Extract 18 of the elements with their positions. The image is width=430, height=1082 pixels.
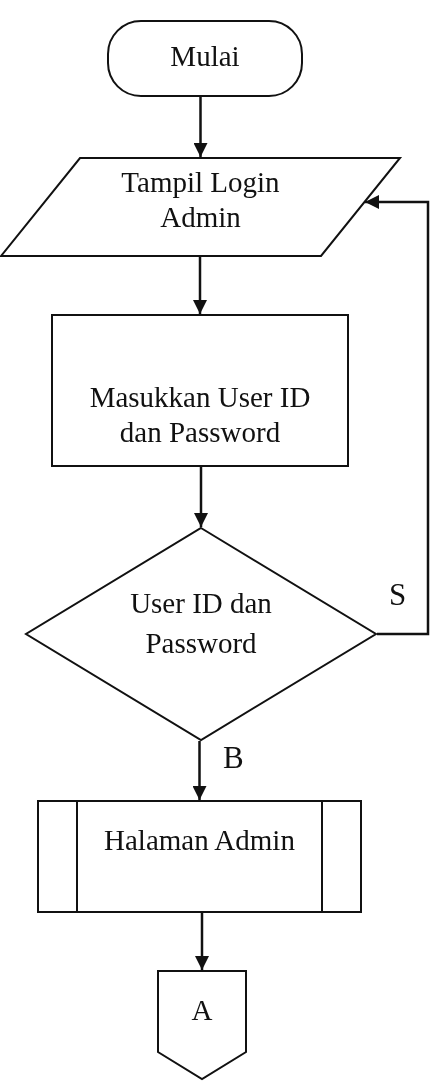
arrow (365, 195, 430, 636)
input-parallelogram (0, 157, 401, 257)
process-box (51, 314, 349, 467)
arrow (193, 97, 208, 157)
node-label: Masukkan User ID dan Password (88, 380, 312, 450)
off-page-connector (157, 970, 247, 1080)
start-terminator (107, 20, 303, 97)
arrow (192, 741, 207, 800)
node-label: A (191, 993, 213, 1028)
node-label: Tampil Login Admin (120, 165, 281, 235)
arrow (193, 257, 207, 314)
node-label: Halaman Admin (104, 823, 295, 858)
node-label: Mulai (170, 39, 240, 74)
arrow (194, 467, 208, 527)
arrow (195, 913, 209, 970)
decision-diamond (25, 527, 377, 741)
node-label: User ID dan Password (129, 586, 273, 661)
subprocess-box (37, 800, 362, 913)
